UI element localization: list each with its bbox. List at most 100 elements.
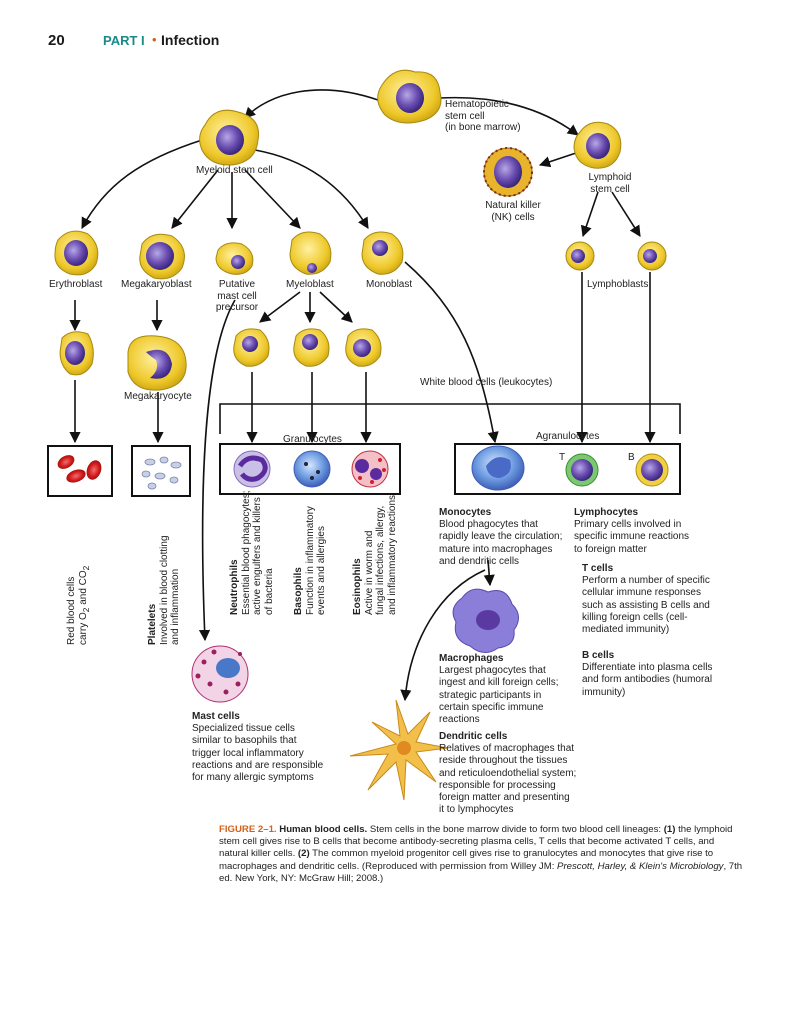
pre-basophil-icon: [293, 328, 330, 367]
caption-title: Human blood cells.: [279, 824, 368, 835]
neutrophil-icon: [233, 450, 271, 488]
arrow-to-dendritic: [400, 569, 486, 702]
part-label: PART I: [103, 33, 145, 48]
mast-precursor-icon: [215, 242, 254, 275]
monocytes-description: Monocytes Blood phagocytes that rapidly …: [439, 507, 579, 568]
basophils-line1: Function in inflammatory: [304, 506, 316, 615]
mast-cells-line5: for many allergic symptoms: [192, 772, 314, 784]
arrow-to-mast-cell: [198, 299, 236, 642]
erythroblast-icon: [54, 230, 99, 276]
basophil-icon: [293, 450, 331, 488]
macrophage-icon: [452, 588, 519, 653]
nk-line2: (NK) cells: [491, 211, 535, 223]
monoblast-icon: [361, 231, 404, 275]
lymphoid-stem-label: Lymphoid stem cell: [578, 172, 642, 195]
t-cells-line5: mediated immunity): [582, 624, 670, 636]
megakaryocyte-label: Megakaryocyte: [124, 391, 192, 402]
eosinophils-title: Eosinophils: [352, 558, 363, 615]
mast-precursor-line1: Putative: [218, 279, 256, 290]
hematopoietic-line1: Hematopoietic: [445, 99, 509, 110]
myeloid-stem-label: Myeloid stem cell: [196, 165, 273, 176]
basophils-line2: events and allergies: [316, 526, 328, 615]
lymphocytes-line3: to foreign matter: [574, 543, 647, 555]
mast-cells-line3: trigger local inflammatory: [192, 747, 304, 759]
dendritic-line1: Relatives of macrophages that: [439, 743, 575, 755]
rbc-line2: carry O2 and CO2: [78, 566, 93, 645]
rbc-sub2: 2: [80, 565, 91, 571]
arrow-to-lymphoid: [439, 96, 579, 136]
t-cells-line4: killing foreign cells (cell-: [582, 611, 688, 623]
lymphoid-line1: Lymphoid: [588, 172, 632, 183]
pre-neutrophil-icon: [233, 328, 270, 367]
mast-cells-description: Mast cells Specialized tissue cells simi…: [192, 711, 352, 784]
lymphoid-line2: stem cell: [590, 183, 630, 195]
dendritic-cell-icon: [349, 699, 449, 801]
basophils-description: Basophils Function in inflammatory event…: [293, 506, 328, 615]
platelets-icon: [141, 456, 182, 490]
hematopoietic-label: Hematopoietic stem cell (in bone marrow): [445, 99, 521, 134]
arrow-to-monoblast: [254, 149, 369, 229]
caption-n2: (2): [297, 848, 310, 860]
caption-italic: Prescott, Harley, & Klein's Microbiology: [557, 860, 724, 872]
rbc-sub1: 2: [80, 607, 91, 613]
red-blood-cell-icon: [57, 455, 102, 483]
monocyte-icon: [471, 445, 525, 491]
caption-n1: (1): [663, 824, 676, 835]
mast-cells-title: Mast cells: [192, 711, 240, 722]
mast-cells-line1: Specialized tissue cells: [192, 723, 295, 735]
caption-label: FIGURE 2–1.: [219, 824, 277, 835]
mast-precursor-line3: precursor: [215, 302, 259, 313]
neutrophils-line1: Essential blood phagocytes;: [240, 490, 252, 615]
page-number: 20: [48, 32, 65, 49]
lymphocytes-line2: specific immune reactions: [574, 531, 690, 543]
t-cells-title: T cells: [582, 563, 614, 574]
header-bullet: •: [152, 32, 157, 47]
rbc-box: [47, 445, 113, 497]
dendritic-description: Dendritic cells Relatives of macrophages…: [439, 731, 599, 816]
platelets-line1: Involved in blood clotting: [158, 535, 170, 645]
rbc-carry: carry O: [77, 612, 89, 645]
nk-label: Natural killer (NK) cells: [478, 200, 548, 223]
b-cells-description: B cells Differentiate into plasma cells …: [582, 650, 742, 699]
erythroblast-label: Erythroblast: [49, 279, 103, 290]
lymphocytes-line1: Primary cells involved in: [574, 519, 682, 531]
monocytes-line2: rapidly leave the circulation;: [439, 531, 563, 543]
granulocytes-box: [219, 443, 401, 495]
eosinophils-line3: and inflammatory reactions: [386, 494, 398, 615]
b-letter: B: [628, 452, 635, 463]
t-cell-icon: [565, 453, 599, 487]
b-cells-title: B cells: [582, 650, 615, 661]
neutrophils-line2: active engulfers and killers: [252, 497, 264, 615]
lymphoid-stem-cell-icon: [573, 121, 622, 169]
granulocytes-label: Granulocytes: [283, 434, 342, 445]
nk-line1: Natural killer: [485, 200, 541, 211]
macrophages-line4: certain specific immune: [439, 701, 544, 713]
dendritic-line4: responsible for processing: [439, 779, 556, 791]
caption-text3: The common myeloid progenitor cell gives…: [219, 848, 714, 872]
macrophages-line2: ingest and kill foreign cells;: [439, 677, 559, 689]
hematopoietic-line3: (in bone marrow): [445, 122, 521, 133]
dendritic-line5: foreign matter and presenting: [439, 792, 570, 804]
nk-cell-icon: [483, 147, 533, 197]
t-cells-line1: Perform a number of specific: [582, 575, 710, 587]
wbc-bracket: [219, 403, 681, 434]
dendritic-title: Dendritic cells: [439, 731, 508, 742]
b-cells-line2: and form antibodies (humoral: [582, 674, 713, 686]
neutrophils-description: Neutrophils Essential blood phagocytes; …: [229, 490, 275, 615]
hematopoietic-line2: stem cell: [445, 110, 485, 122]
macrophages-title: Macrophages: [439, 653, 504, 664]
lymphoblasts-label: Lymphoblasts: [587, 279, 649, 290]
lymphoblast-2-icon: [637, 241, 667, 271]
arrow-to-myeloid: [244, 89, 379, 119]
dendritic-line3: and reticuloendothelial system;: [439, 767, 577, 779]
hematopoietic-stem-cell-icon: [377, 69, 442, 124]
basophils-title: Basophils: [293, 567, 304, 615]
t-cells-description: T cells Perform a number of specific cel…: [582, 563, 742, 636]
caption-text4: , 7th ed. New York, NY: McGraw Hill; 200…: [219, 860, 743, 884]
b-cells-line1: Differentiate into plasma cells: [582, 662, 713, 674]
wbc-label: White blood cells (leukocytes): [420, 377, 553, 388]
t-cells-line3: such as assisting B cells and: [582, 599, 710, 611]
rbc-line1: Red blood cells: [66, 576, 77, 645]
agranulocytes-label: Agranulocytes: [536, 431, 600, 442]
